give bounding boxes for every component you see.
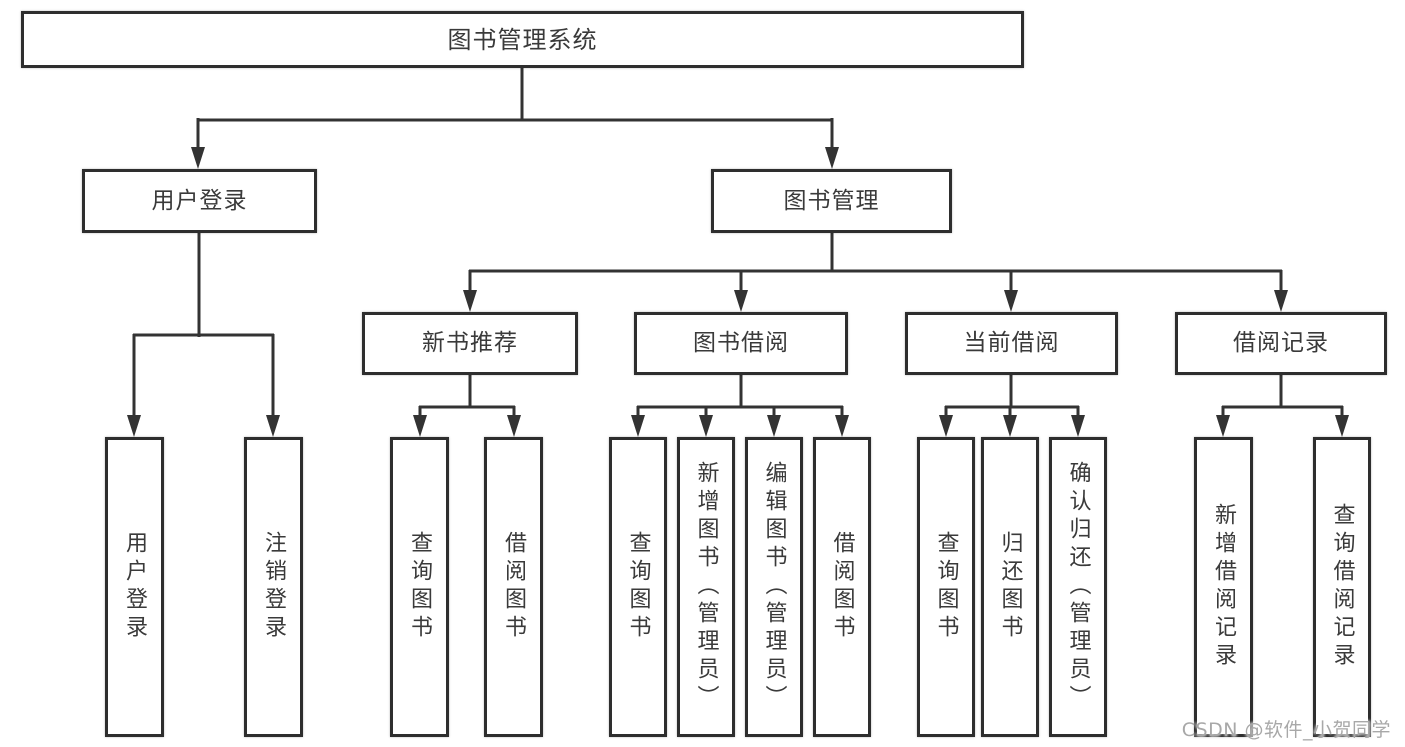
node-label: 借阅图书 (501, 531, 527, 643)
node-label: 图书借阅 (693, 330, 789, 356)
node-label: 当前借阅 (963, 330, 1060, 356)
node-current-borrowing: 当前借阅 (905, 312, 1118, 375)
node-label: 查询图书 (407, 531, 433, 643)
node-book-management: 图书管理 (711, 169, 952, 233)
node-label: 编辑图书（管理员） (761, 461, 787, 713)
leaf-confirm-return-admin: 确认归还（管理员） (1049, 437, 1107, 737)
leaf-query-borrow-record: 查询借阅记录 (1313, 437, 1371, 737)
node-system-root: 图书管理系统 (21, 11, 1024, 68)
node-label: 新增借阅记录 (1211, 503, 1237, 671)
node-label: 借阅记录 (1233, 330, 1329, 356)
leaf-borrow-books: 借阅图书 (813, 437, 871, 737)
node-label: 新书推荐 (422, 330, 518, 356)
node-label: 查询借阅记录 (1329, 503, 1355, 671)
leaf-add-books-admin: 新增图书（管理员） (677, 437, 735, 737)
node-label: 查询图书 (933, 531, 959, 643)
leaf-return-books: 归还图书 (981, 437, 1039, 737)
leaf-query-books-current: 查询图书 (917, 437, 975, 737)
leaf-query-books-recommend: 查询图书 (390, 437, 449, 737)
node-label: 确认归还（管理员） (1065, 461, 1091, 713)
node-label: 图书管理系统 (447, 25, 598, 54)
node-label: 图书管理 (783, 187, 880, 214)
node-new-book-recommend: 新书推荐 (362, 312, 578, 375)
leaf-edit-books-admin: 编辑图书（管理员） (745, 437, 803, 737)
leaf-query-books-borrow: 查询图书 (609, 437, 667, 737)
node-label: 用户登录 (151, 187, 248, 214)
leaf-borrow-books-recommend: 借阅图书 (484, 437, 543, 737)
node-borrowing-records: 借阅记录 (1175, 312, 1387, 375)
node-label: 归还图书 (997, 531, 1023, 643)
csdn-watermark: CSDN @软件_小贺同学 (1181, 719, 1391, 741)
node-label: 查询图书 (625, 531, 651, 643)
node-label: 借阅图书 (829, 531, 855, 643)
leaf-user-login: 用户登录 (105, 437, 164, 737)
node-label: 用户登录 (122, 531, 148, 643)
node-label: 注销登录 (261, 531, 287, 643)
node-label: 新增图书（管理员） (693, 461, 719, 713)
leaf-logout: 注销登录 (244, 437, 303, 737)
node-book-borrowing: 图书借阅 (634, 312, 848, 375)
leaf-add-borrow-record: 新增借阅记录 (1194, 437, 1253, 737)
node-user-login: 用户登录 (82, 169, 317, 233)
